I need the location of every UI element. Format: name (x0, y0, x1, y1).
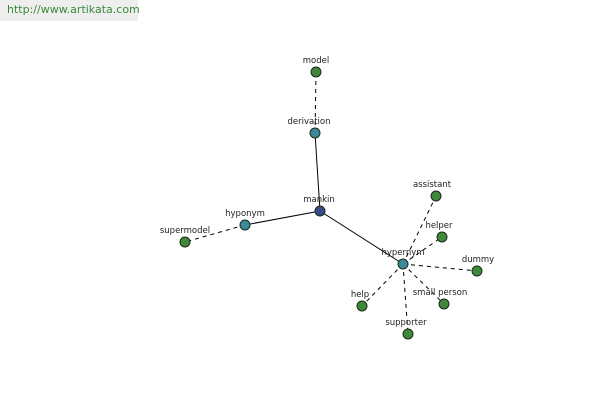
node-model[interactable] (310, 66, 322, 78)
edge-mankin-to-derivation (314, 132, 321, 212)
edge-hypernym-to-small-person (402, 263, 445, 305)
node-supporter[interactable] (402, 328, 414, 340)
edge-hypernym-to-dummy (402, 263, 478, 272)
node-label-small-person[interactable]: small person (413, 288, 467, 298)
nodes-layer (179, 66, 483, 340)
url-header: http://www.artikata.com (0, 0, 140, 21)
node-derivation[interactable] (309, 127, 321, 139)
node-hyponym[interactable] (239, 219, 251, 231)
node-label-help[interactable]: help (351, 290, 369, 300)
edges-layer (184, 71, 478, 335)
edge-mankin-to-hyponym (244, 210, 321, 226)
node-supermodel[interactable] (179, 236, 191, 248)
node-small-person[interactable] (438, 298, 450, 310)
node-hypernym[interactable] (397, 258, 409, 270)
node-helper[interactable] (436, 231, 448, 243)
node-label-hyponym[interactable]: hyponym (225, 209, 265, 219)
site-url-link[interactable]: http://www.artikata.com (7, 3, 140, 16)
node-label-helper[interactable]: helper (425, 221, 453, 231)
node-label-supermodel[interactable]: supermodel (160, 226, 210, 236)
node-label-dummy[interactable]: dummy (462, 255, 494, 265)
edge-mankin-to-hypernym (319, 210, 404, 265)
edge-hypernym-to-help (361, 263, 404, 307)
node-label-derivation[interactable]: derivation (287, 117, 330, 127)
edge-hypernym-to-supporter (402, 263, 409, 335)
node-dummy[interactable] (471, 265, 483, 277)
node-label-model[interactable]: model (303, 56, 329, 66)
node-label-assistant[interactable]: assistant (413, 180, 452, 190)
node-help[interactable] (356, 300, 368, 312)
node-label-hypernym[interactable]: hypernym (381, 248, 424, 258)
node-label-supporter[interactable]: supporter (385, 318, 427, 328)
node-label-mankin[interactable]: mankin (303, 195, 335, 205)
node-mankin[interactable] (314, 205, 326, 217)
labels-layer: mankin derivation hyponym hypernym model supe… (160, 56, 494, 328)
node-assistant[interactable] (430, 190, 442, 202)
edge-hyponym-to-supermodel (184, 224, 246, 243)
edge-derivation-to-model (314, 71, 317, 134)
